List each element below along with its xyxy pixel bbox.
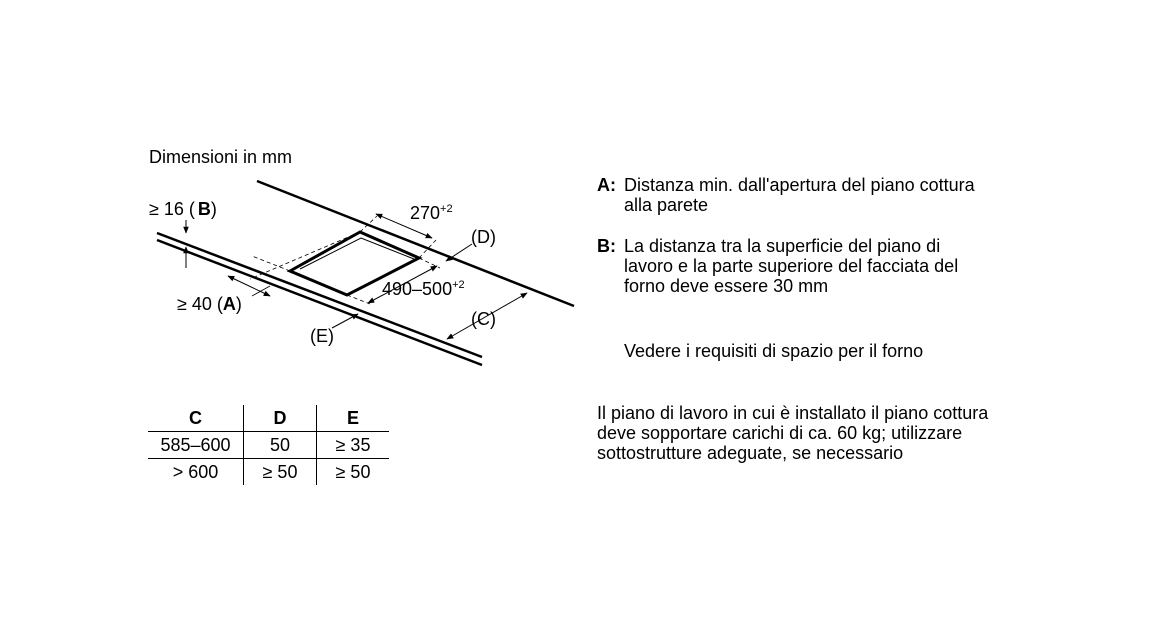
table-cell: > 600 [148,458,244,485]
b-dimension-label: ≥ 16 (B) [149,199,217,219]
c-dimension [446,292,528,340]
table-header-row: C D E [148,405,389,432]
projection-line [346,294,371,305]
note-b-text: La distanza tra la superficie del piano … [624,236,959,296]
table-cell: 585–600 [148,431,244,459]
width-label: 490–500+2 [382,279,465,299]
depth-dimension [375,213,433,239]
projection-line [251,255,291,272]
projection-line [249,231,361,280]
a-leader [251,285,271,297]
table-cell: 50 [243,431,317,459]
diagram-caption: Dimensioni in mm [149,147,293,167]
c-label: (C) [471,309,496,329]
table-header: C [189,408,202,428]
d-label: (D) [471,227,496,247]
table-header: D [243,405,317,432]
table-header: E [316,405,389,432]
worktop-front-edge-top [156,231,483,359]
table-cell: ≥ 35 [316,431,389,459]
load-note: Il piano di lavoro in cui è installato i… [597,403,989,463]
e-dimension [331,313,359,329]
e-label: (E) [310,326,334,346]
table-row: > 600 ≥ 50 ≥ 50 [148,458,389,485]
note-b: B: La distanza tra la superficie del pia… [597,236,984,296]
worktop-front-edge-bottom [156,238,483,367]
depth-label: 270+2 [410,203,453,223]
projection-line [359,215,378,233]
table-cell: ≥ 50 [243,458,317,485]
oven-space-note: Vedere i requisiti di spazio per il forn… [624,341,924,361]
cutout-inner-edge [299,237,415,270]
a-dimension [227,275,271,297]
note-a-text: Distanza min. dall'apertura del piano co… [624,175,975,215]
dimension-table: C D E 585–600 50 ≥ 35 > 600 ≥ 50 ≥ 50 [148,405,389,485]
worktop-back-edge [256,179,575,308]
a-dimension-label: ≥ 40 (A) [177,294,242,314]
d-leader [445,243,473,262]
width-dimension [367,265,438,304]
note-b-key: B: [597,236,616,256]
note-a: A: Distanza min. dall'apertura del piano… [597,175,984,215]
table-cell: ≥ 50 [316,458,389,485]
note-a-key: A: [597,175,616,195]
table-row: 585–600 50 ≥ 35 [148,431,389,459]
projection-line [418,257,441,269]
